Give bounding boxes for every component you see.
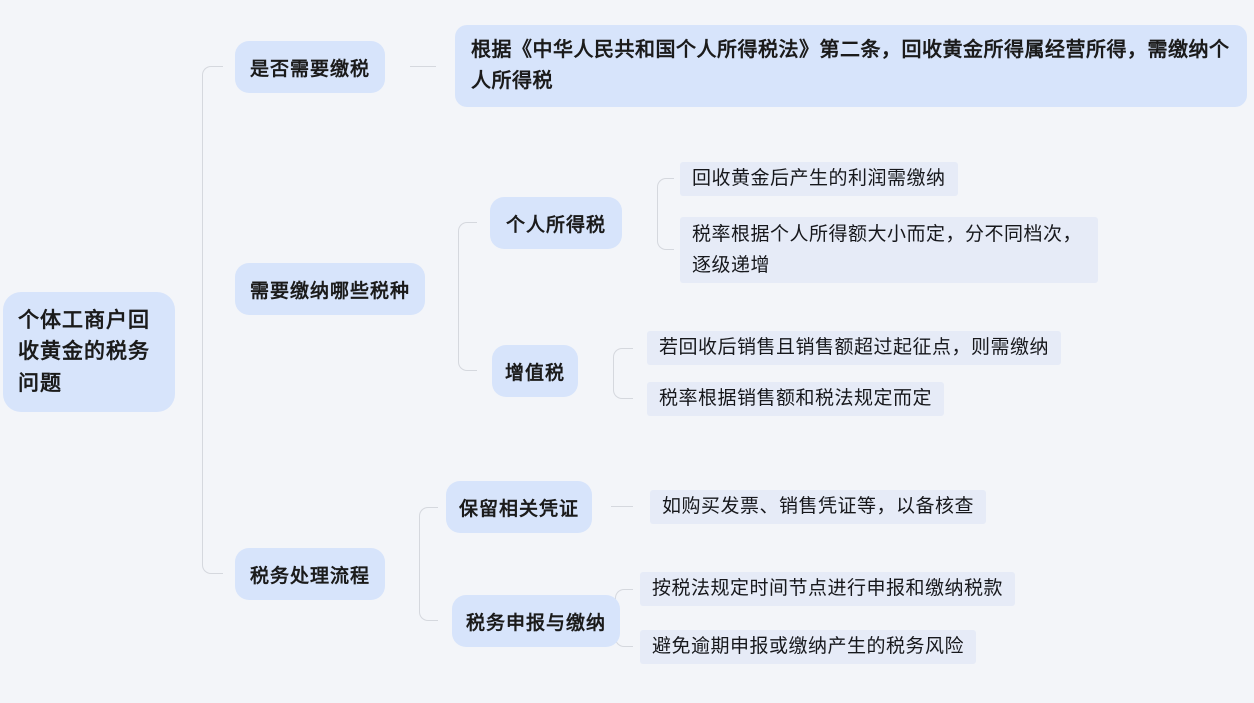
leaf-vat-1[interactable]: 若回收后销售且销售额超过起征点，则需缴纳	[647, 331, 1062, 365]
connector-keep-vouchers-leaf	[611, 506, 633, 507]
topic-declare-pay-label: 税务申报与缴纳	[466, 612, 607, 634]
connector-tax-types-children	[458, 222, 477, 371]
topic-keep-vouchers-label: 保留相关凭证	[459, 498, 580, 520]
topic-personal-income-tax[interactable]: 个人所得税	[490, 197, 622, 249]
topic-vat-label: 增值税	[505, 362, 566, 384]
note-pay-required-detail-text: 根据《中华人民共和国个人所得税法》第二条，回收黄金所得属经营所得，需缴纳个人所得…	[471, 39, 1230, 92]
topic-vat[interactable]: 增值税	[492, 345, 578, 397]
topic-tax-types-label: 需要缴纳哪些税种	[249, 280, 410, 302]
topic-personal-income-tax-label: 个人所得税	[505, 214, 606, 236]
connector-process-children	[419, 507, 438, 621]
topic-keep-vouchers[interactable]: 保留相关凭证	[446, 481, 592, 533]
topic-process-label: 税务处理流程	[249, 565, 370, 587]
leaf-personal-income-tax-1[interactable]: 回收黄金后产生的利润需缴纳	[680, 162, 958, 196]
topic-pay-required-label: 是否需要缴税	[249, 58, 370, 80]
connector-vat-leaves	[613, 348, 633, 399]
leaf-vat-2[interactable]: 税率根据销售额和税法规定而定	[647, 382, 945, 416]
topic-declare-pay[interactable]: 税务申报与缴纳	[452, 595, 620, 647]
root-topic-label: 个体工商户回收黄金的税务问题	[18, 309, 150, 395]
leaf-personal-income-tax-2[interactable]: 税率根据个人所得额大小而定，分不同档次，逐级递增	[680, 217, 1098, 283]
leaf-declare-pay-1[interactable]: 按税法规定时间节点进行申报和缴纳税款	[640, 572, 1016, 606]
leaf-declare-pay-2[interactable]: 避免逾期申报或缴纳产生的税务风险	[640, 630, 977, 664]
connector-pay-required-detail	[410, 66, 436, 67]
root-topic[interactable]: 个体工商户回收黄金的税务问题	[3, 292, 175, 412]
leaf-keep-vouchers-1[interactable]: 如购买发票、销售凭证等，以备核查	[650, 490, 987, 524]
note-pay-required-detail[interactable]: 根据《中华人民共和国个人所得税法》第二条，回收黄金所得属经营所得，需缴纳个人所得…	[455, 25, 1247, 107]
connector-root-branches	[202, 66, 223, 574]
connector-personal-income-leaves	[657, 178, 674, 250]
topic-tax-types[interactable]: 需要缴纳哪些税种	[235, 263, 425, 315]
topic-pay-required[interactable]: 是否需要缴税	[235, 41, 385, 93]
topic-process[interactable]: 税务处理流程	[235, 548, 385, 600]
